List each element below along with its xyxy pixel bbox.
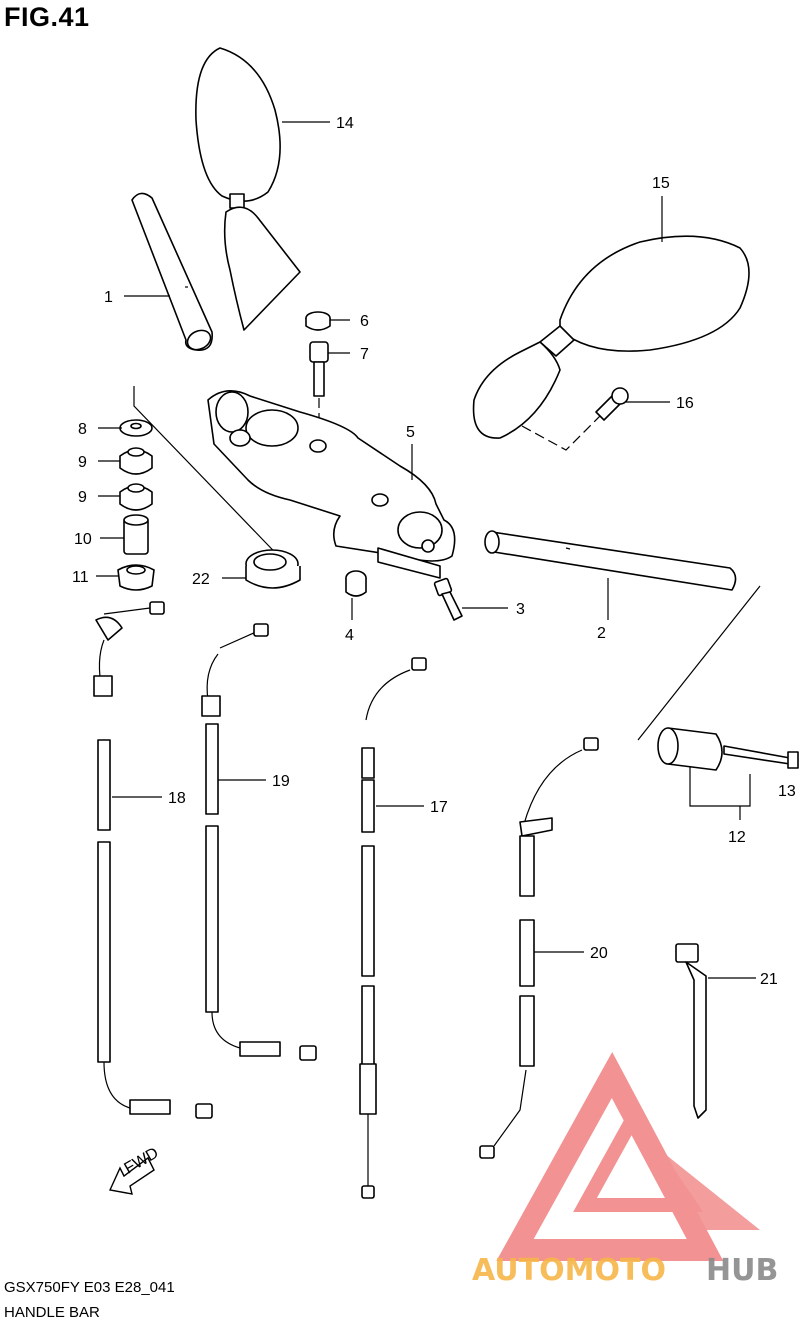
callout-22: 22 [192,571,210,588]
part-6-cap [305,311,331,331]
part-8-washer [119,419,153,437]
footer-model-code: GSX750FY E03 E28_041 [4,1279,175,1296]
callout-19: 19 [272,773,290,790]
footer-section-name: HANDLE BAR [4,1304,100,1321]
callout-9-lower: 9 [78,489,87,506]
part-9-damper-upper [119,447,153,475]
callout-3: 3 [516,601,525,618]
svg-text:AUTOMOTO: AUTOMOTO [472,1253,666,1288]
reference-line-right [637,585,761,741]
callout-17: 17 [430,799,448,816]
watermark-logo [496,1051,760,1261]
leader-15 [521,411,605,451]
part-22-cap [245,549,301,589]
callout-20: 20 [590,945,608,962]
part-21-cable-tie [675,943,707,1119]
part-11-grommet [117,564,155,591]
part-1-handlebar-left [131,192,213,351]
fwd-direction-marker: FWD [108,1145,162,1195]
callout-13: 13 [778,783,796,800]
part-16-screw [595,387,629,421]
part-19-cable [201,623,317,1061]
part-20-cable [479,737,599,1159]
part-12-bar-end-weight [657,727,723,771]
callout-2: 2 [597,625,606,642]
part-2-handlebar-right [484,530,737,591]
part-4-nut [345,570,367,597]
callout-14: 14 [336,115,354,132]
reference-line-left [133,386,293,571]
callout-6: 6 [360,313,369,330]
callout-12: 12 [728,829,746,846]
part-3-bolt [433,577,463,621]
part-7-bolt [309,341,329,397]
part-17-cable [359,657,427,1199]
part-9-damper-lower [119,483,153,511]
callout-7: 7 [360,346,369,363]
callout-21: 21 [760,971,778,988]
part-13-bar-end-screw [723,745,799,769]
callout-4: 4 [345,627,354,644]
callout-15: 15 [652,175,670,192]
watermark-text: AUTOMOTO HUB [472,1253,778,1288]
figure-title: FIG.41 [4,2,90,32]
callout-8: 8 [78,421,87,438]
callout-11: 11 [72,569,89,586]
callout-1: 1 [104,289,113,306]
part-5-top-bridge [207,390,456,579]
callout-9-upper: 9 [78,454,87,471]
callout-10: 10 [74,531,92,548]
bracket-12 [689,766,751,807]
part-18-cable [93,601,213,1119]
callout-labels: 1 2 3 4 5 6 7 8 9 9 10 11 12 13 14 15 16… [72,115,796,988]
part-10-spacer [123,514,149,555]
leader-lines [96,121,756,979]
callout-18: 18 [168,790,186,807]
part-14-mirror-left [195,47,301,331]
callout-5: 5 [406,424,415,441]
svg-text:HUB: HUB [706,1253,778,1288]
part-15-mirror-right [472,235,750,439]
callout-16: 16 [676,395,694,412]
